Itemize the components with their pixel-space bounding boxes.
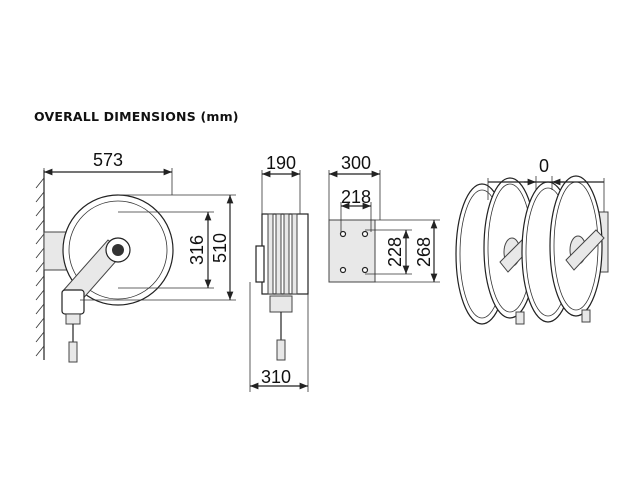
reel-2 [521, 175, 605, 323]
dimension-316: 316 [187, 235, 207, 265]
front-outlet [269, 295, 293, 313]
dimension-268: 268 [414, 237, 434, 267]
hose-coils [267, 213, 298, 295]
wall [35, 170, 45, 360]
dimension-310: 310 [261, 367, 291, 387]
mounting-plate [328, 219, 376, 283]
front-nozzle [276, 339, 286, 361]
dimension-218: 218 [341, 187, 371, 207]
side-housing [255, 245, 265, 283]
bracket-view: 300 218 228 268 [328, 153, 440, 283]
page-title: OVERALL DIMENSIONS (mm) [34, 109, 239, 124]
dimension-300: 300 [341, 153, 371, 173]
side-view: 573 316 510 [35, 150, 236, 363]
multi-reel-view: 0 [455, 156, 609, 325]
front-view: 190 310 [249, 153, 309, 392]
dimension-228: 228 [385, 237, 405, 267]
dimension-573: 573 [93, 150, 123, 170]
reel-1 [455, 177, 539, 325]
hose-nozzle [61, 289, 85, 363]
dimension-190: 190 [266, 153, 296, 173]
mounting-holes [339, 230, 369, 274]
dimension-510: 510 [210, 233, 230, 263]
dimension-0: 0 [539, 156, 549, 176]
